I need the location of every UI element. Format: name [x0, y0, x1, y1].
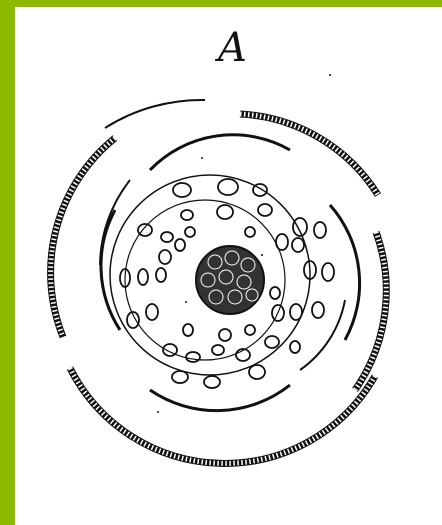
central-core — [196, 246, 264, 314]
